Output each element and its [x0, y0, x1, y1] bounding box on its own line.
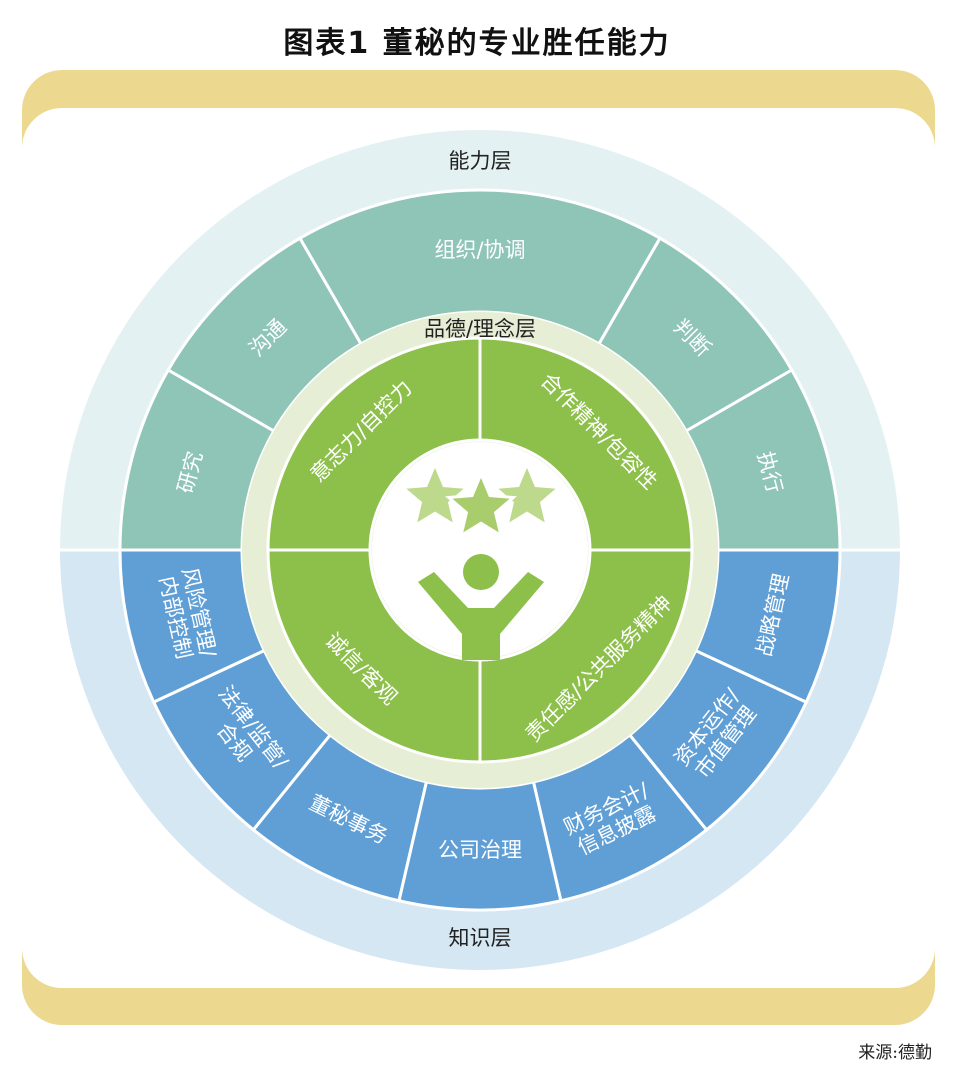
star-icon [444, 470, 518, 539]
layer-label-virtue: 品德/理念层 [424, 317, 536, 341]
virtue-segment [478, 336, 694, 552]
knowledge-label: 公司治理 [438, 838, 522, 862]
layer-label-ability: 能力层 [449, 149, 512, 173]
star-icon [398, 460, 472, 529]
person-body-icon [418, 572, 544, 660]
star-icon [490, 460, 564, 529]
ability-label: 组织/协调 [434, 238, 525, 262]
achievement-icon [398, 460, 564, 660]
person-head-icon [463, 554, 499, 590]
virtue-segment [266, 548, 482, 764]
virtue-segment [266, 336, 482, 552]
figure-title: 图表1 董秘的专业胜任能力 [283, 26, 671, 61]
virtue-segment [478, 548, 694, 764]
source-note: 来源:德勤 [858, 1043, 932, 1063]
layer-label-knowledge: 知识层 [449, 926, 512, 950]
